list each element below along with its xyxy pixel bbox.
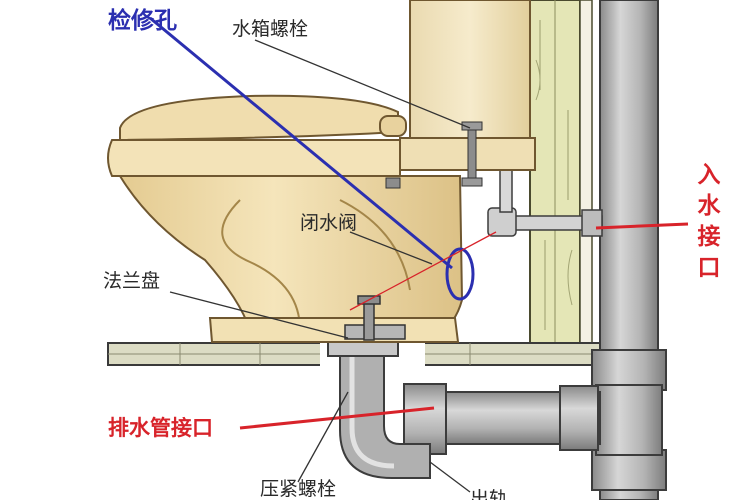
shutoff-path-line: [349, 231, 497, 311]
label-tank-bolt: 水箱螺栓: [232, 18, 309, 40]
label-flange: 法兰盘: [103, 270, 161, 292]
label-shutoff-valve: 闭水阀: [300, 212, 358, 234]
label-inspection-hole: 检修孔: [108, 8, 177, 34]
bottom-leader: [429, 461, 471, 493]
label-bottom-partial: 出轨: [470, 488, 509, 500]
valve-leader: [349, 231, 433, 265]
flange-leader: [169, 291, 349, 339]
label-water-inlet-char: 口: [697, 255, 721, 281]
label-water-inlet-char: 水: [697, 193, 721, 219]
toilet-bowl: [107, 94, 464, 343]
label-water-inlet-char: 接: [697, 224, 721, 250]
drain-pipe: [327, 339, 601, 479]
wall: [529, 0, 593, 346]
label-compression-bolt: 压紧螺栓: [260, 478, 337, 500]
label-water-inlet-char: 入: [697, 162, 721, 188]
stack-pipe: [591, 0, 667, 500]
bolt-leader: [297, 391, 349, 483]
label-drain-connection: 排水管接口: [108, 416, 213, 440]
inlet-leader-line: [595, 222, 689, 230]
label-water-inlet: 入 水 接 口: [694, 160, 724, 284]
tank-bolt-leader: [254, 39, 471, 129]
inspection-hole-highlight: [149, 16, 475, 301]
drain-leader-line: [239, 406, 435, 430]
toilet-tank: [399, 0, 536, 187]
